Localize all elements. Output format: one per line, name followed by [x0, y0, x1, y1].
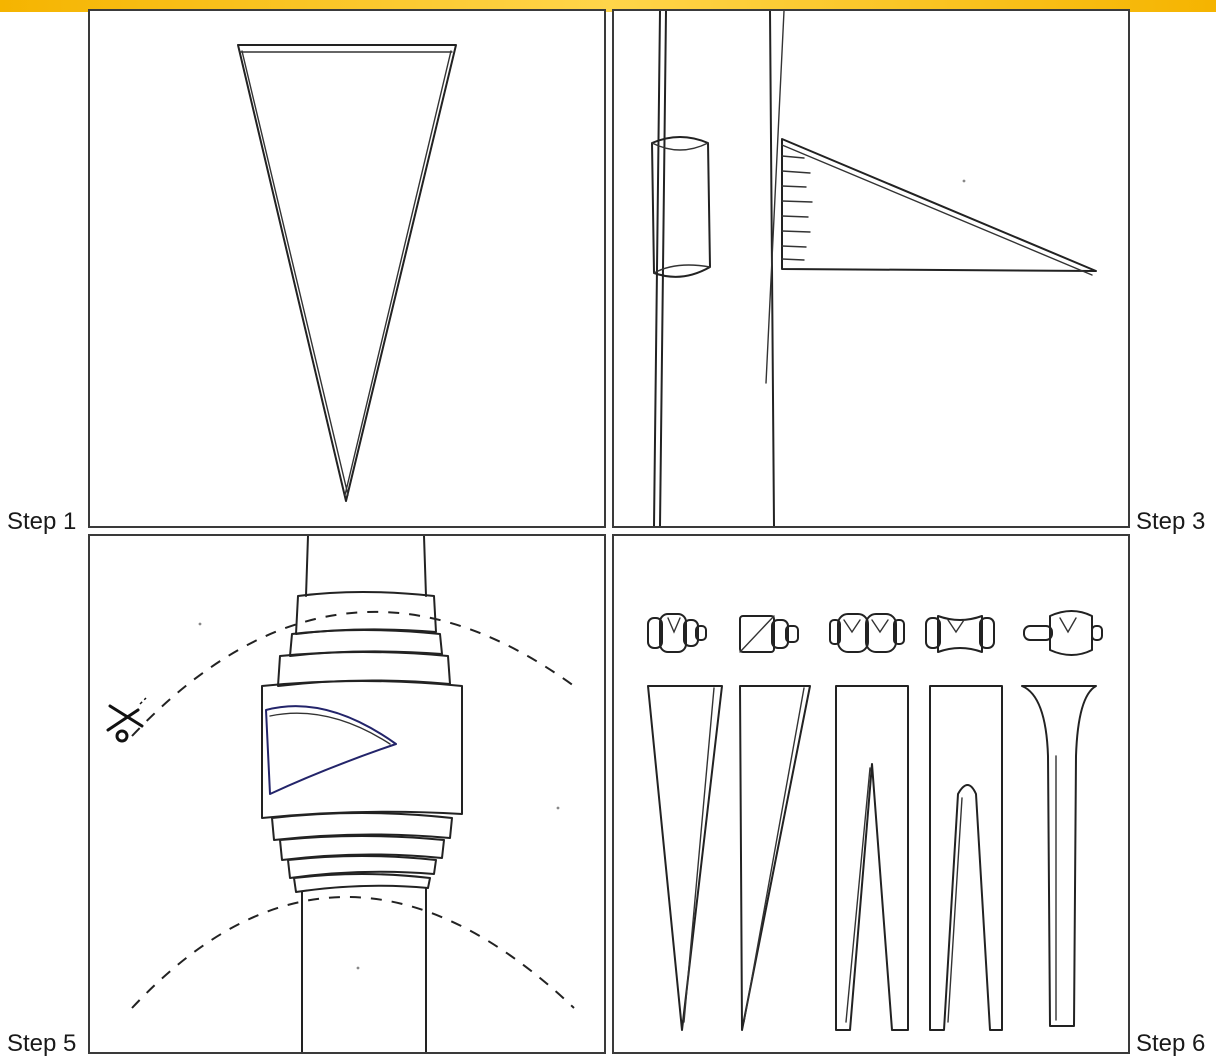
step-5-label: Step 5: [7, 1030, 77, 1057]
step-6-bead-shapes-drawing: [647, 610, 1103, 1031]
panel-step-3: [612, 9, 1130, 528]
panel-step-6: [612, 534, 1130, 1054]
bead-1: [647, 613, 707, 653]
step-5-bead-rolling-drawing: [131, 536, 575, 1052]
step-1-triangle-drawing: [237, 44, 457, 502]
step-1-label: Step 1: [7, 508, 77, 535]
step-3-rod-drawing: [651, 11, 1097, 526]
bead-5: [1023, 610, 1103, 656]
step-3-label: Step 3: [1136, 508, 1206, 535]
bead-2: [739, 615, 799, 653]
bead-4: [925, 615, 995, 653]
bead-3: [829, 613, 905, 653]
scissors-icon: [106, 697, 147, 743]
panel-step-1: [88, 9, 606, 528]
step-6-label: Step 6: [1136, 1030, 1206, 1057]
panel-step-5: [88, 534, 606, 1054]
